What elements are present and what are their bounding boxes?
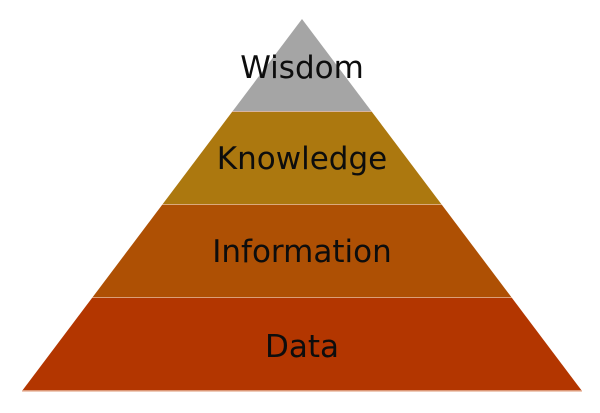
pyramid-layer-data: [22, 298, 582, 391]
pyramid-layer-information: [92, 205, 512, 298]
layer-label-data: Data: [265, 329, 339, 365]
pyramid-layer-knowledge: [162, 112, 442, 205]
layer-label-wisdom: Wisdom: [240, 50, 364, 86]
layer-label-information: Information: [212, 234, 391, 270]
layer-label-knowledge: Knowledge: [217, 141, 387, 177]
pyramid-layer-wisdom: [232, 19, 372, 112]
